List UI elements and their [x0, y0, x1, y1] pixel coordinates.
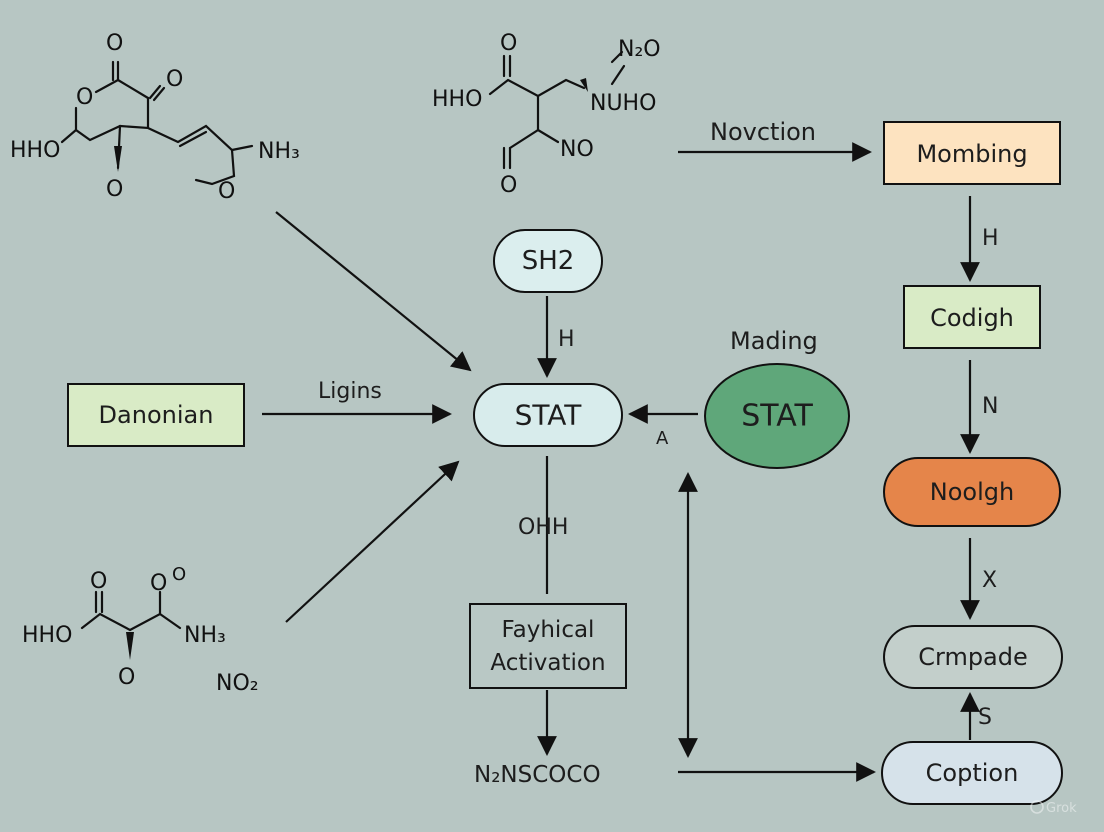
label-ligins: Ligins: [318, 379, 382, 404]
grok-logo-icon: [1030, 800, 1044, 814]
label-h-right: H: [982, 226, 999, 251]
node-stat-green: STAT: [704, 363, 850, 469]
mol1-hho: HHO: [10, 138, 60, 163]
mol2-n2o: N₂O: [618, 37, 661, 62]
mol1-o-bottom: O: [106, 177, 123, 202]
watermark: Grok: [1030, 800, 1077, 816]
mol1-nh3: NH₃: [258, 139, 300, 164]
node-fayhical-line2: Activation: [490, 650, 605, 676]
node-sh2: SH2: [493, 229, 603, 293]
node-noolgh-label: Noolgh: [930, 478, 1014, 506]
molecule-top-left: O O O HHO O NH₃ O: [10, 31, 300, 204]
node-stat-center: STAT: [473, 383, 623, 447]
node-coption: Coption: [881, 741, 1063, 805]
watermark-text: Grok: [1046, 801, 1077, 816]
node-crmpade: Crmpade: [883, 625, 1063, 689]
molecule-top-middle: O HHO N₂O NUHO NO O: [432, 31, 661, 198]
label-s-right: S: [978, 705, 992, 730]
mol3-hho: HHO: [22, 623, 72, 648]
node-stat-center-label: STAT: [515, 399, 583, 432]
mol1-o-methoxy: O: [218, 179, 235, 204]
mol1-o-keto: O: [166, 67, 183, 92]
mol2-no: NO: [560, 137, 594, 162]
node-stat-green-label: STAT: [741, 399, 813, 434]
label-a: A: [656, 428, 669, 449]
node-danonian-label: Danonian: [99, 401, 214, 429]
label-novction: Novction: [710, 118, 816, 146]
mol3-o-right: O: [150, 571, 167, 596]
label-h-center: H: [558, 327, 575, 352]
label-ohh: OHH: [518, 515, 568, 540]
mol1-o-ring: O: [76, 85, 93, 110]
node-mombing-label: Mombing: [916, 140, 1027, 168]
arrow-mol3-to-stat: [285, 460, 460, 623]
label-x-right: X: [982, 568, 997, 593]
label-mading: Mading: [730, 327, 818, 355]
label-n-right: N: [982, 394, 998, 419]
mol2-hho: HHO: [432, 87, 482, 112]
node-danonian: Danonian: [67, 383, 245, 447]
mol2-o-top: O: [500, 31, 517, 56]
node-fayhical-activation: Fayhical Activation: [469, 603, 627, 689]
mol1-o-top: O: [106, 31, 123, 56]
mol3-nh3: NH₃: [184, 623, 226, 648]
node-sh2-label: SH2: [522, 246, 575, 276]
node-codigh: Codigh: [903, 285, 1041, 349]
mol2-o-bottom: O: [500, 173, 517, 198]
node-coption-label: Coption: [926, 759, 1019, 787]
mol3-no2: NO₂: [216, 671, 259, 696]
node-mombing: Mombing: [883, 121, 1061, 185]
node-codigh-label: Codigh: [930, 304, 1014, 332]
arrow-mol1-to-stat: [275, 211, 472, 372]
node-n2nscoco: N₂NSCOCO: [474, 762, 601, 788]
node-fayhical-line1: Fayhical: [502, 617, 595, 643]
node-crmpade-label: Crmpade: [918, 643, 1028, 671]
node-noolgh: Noolgh: [883, 457, 1061, 527]
mol3-o-left: O: [90, 569, 107, 594]
mol2-nuho: NUHO: [590, 91, 656, 116]
molecule-bottom-left: O O O HHO NH₃ O NO₂: [22, 564, 259, 696]
mol3-o-bottom: O: [118, 665, 135, 690]
mol3-o-super: O: [172, 564, 186, 585]
